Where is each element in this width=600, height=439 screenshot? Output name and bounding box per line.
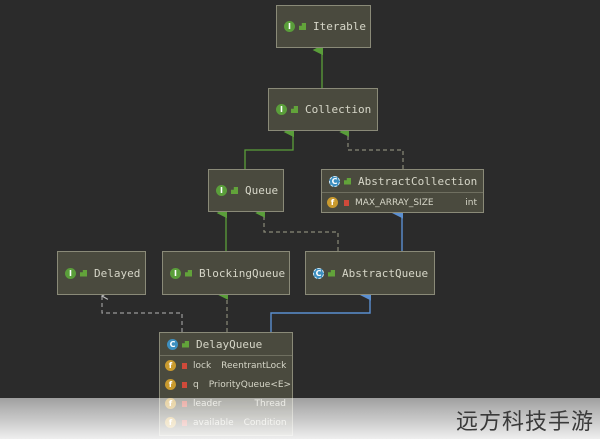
node-blocking-queue[interactable]: I BlockingQueue [162, 251, 290, 295]
node-label: Iterable [313, 20, 366, 33]
field-type: PriorityQueue<E> [208, 379, 292, 390]
public-visibility-icon [344, 177, 351, 185]
edge-abstractcollection-collection [339, 127, 404, 169]
field-row[interactable]: f lock ReentrantLock [160, 356, 292, 375]
edge-delayqueue-delayed [102, 296, 183, 332]
edge-queue-collection [244, 126, 295, 169]
node-abstract-collection[interactable]: C AbstractCollection f MAX_ARRAY_SIZE in… [321, 169, 484, 213]
public-visibility-icon [299, 23, 306, 30]
node-collection[interactable]: I Collection [268, 88, 378, 131]
interface-icon: I [284, 21, 295, 32]
watermark-text: 远方科技手游 [455, 410, 594, 435]
node-iterable[interactable]: I Iterable [276, 5, 371, 48]
field-icon: f [165, 360, 176, 371]
node-label: Delayed [94, 266, 141, 280]
node-abstract-queue[interactable]: C AbstractQueue [305, 251, 435, 295]
watermark-band [0, 398, 600, 439]
interface-icon: I [216, 185, 227, 196]
node-label: AbstractQueue [342, 266, 429, 280]
field-name: lock [193, 360, 212, 371]
private-lock-icon [344, 199, 349, 206]
abstract-class-icon: C [329, 175, 340, 187]
node-queue[interactable]: I Queue [208, 169, 284, 212]
edge-delayqueue-abstractqueue [270, 289, 372, 332]
node-label: DelayQueue [196, 337, 263, 351]
node-label: Collection [305, 103, 372, 116]
field-icon: f [165, 379, 176, 390]
field-name: q [193, 379, 199, 390]
interface-icon: I [65, 267, 76, 279]
field-name: MAX_ARRAY_SIZE [355, 197, 434, 208]
edge-abstractqueue-queue [255, 208, 339, 251]
field-row[interactable]: f MAX_ARRAY_SIZE int [322, 193, 483, 212]
private-lock-icon [182, 381, 187, 388]
field-list: f MAX_ARRAY_SIZE int [322, 192, 483, 212]
node-label: AbstractCollection [358, 174, 478, 188]
node-delayed[interactable]: I Delayed [57, 251, 146, 295]
class-icon: C [167, 338, 178, 350]
private-lock-icon [182, 362, 187, 369]
field-type: ReentrantLock [221, 360, 287, 371]
interface-icon: I [276, 104, 287, 115]
public-visibility-icon [185, 269, 192, 277]
node-label: Queue [245, 184, 279, 197]
public-visibility-icon [328, 269, 335, 277]
public-visibility-icon [291, 106, 298, 113]
public-visibility-icon [80, 269, 87, 277]
node-label: BlockingQueue [199, 266, 286, 280]
interface-icon: I [170, 267, 181, 279]
field-icon: f [327, 197, 338, 208]
field-type: int [465, 197, 477, 208]
abstract-class-icon: C [313, 267, 324, 279]
public-visibility-icon [182, 340, 189, 348]
field-row[interactable]: f q PriorityQueue<E> [160, 375, 292, 394]
public-visibility-icon [231, 187, 238, 194]
